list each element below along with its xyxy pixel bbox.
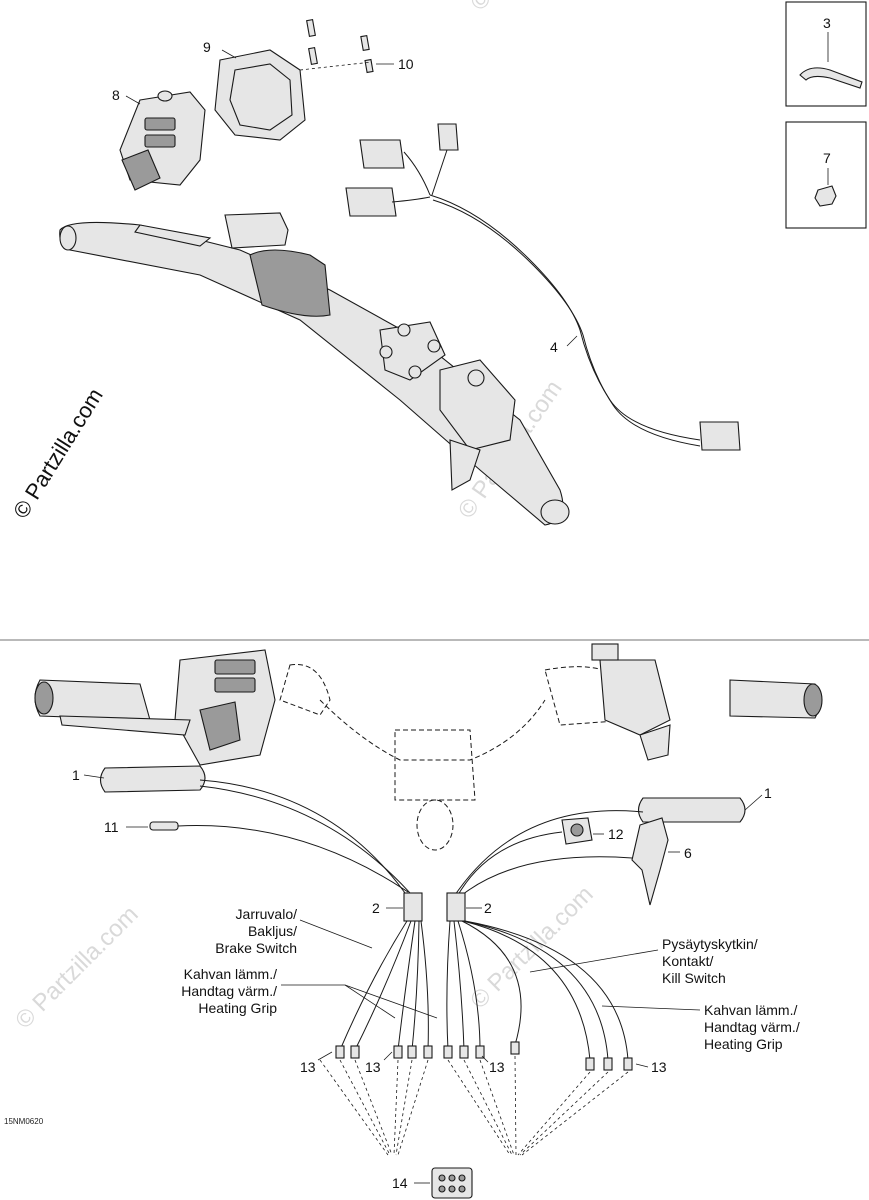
callout-11: 11 (104, 819, 119, 835)
heating-grip-left (99, 765, 206, 793)
callout-13-a: 13 (300, 1059, 316, 1075)
throttle-housing (439, 359, 516, 451)
callout-4: 4 (550, 339, 558, 355)
cable-tie-icon (799, 67, 863, 89)
part-12: 12 (561, 817, 624, 845)
handlebar-upper (59, 212, 570, 526)
heat-right-label-sv: Handtag värm./ (704, 1019, 800, 1035)
wiring-harness: 4 (345, 123, 741, 451)
screws: 10 (306, 18, 414, 74)
heat-left-label-sv: Handtag värm./ (181, 983, 277, 999)
drawing-code: 15NM0620 (4, 1117, 44, 1126)
connector-14: 14 (392, 1167, 473, 1199)
callout-3: 3 (823, 15, 831, 31)
heat-right-label-en: Heating Grip (704, 1036, 783, 1052)
watermark: © Partzilla.com (8, 384, 108, 523)
callout-2-left: 2 (372, 900, 380, 916)
heating-grip-right (637, 797, 746, 823)
switch-assembly: 8 (112, 87, 206, 191)
part-3-box: 3 (785, 1, 867, 107)
terminal-callouts: 13 13 13 13 (300, 1051, 667, 1075)
callout-6: 6 (684, 845, 692, 861)
watermark-faint-2: © Partzilla.com (10, 901, 143, 1034)
heat-left-label-fi: Kahvan lämm./ (184, 966, 277, 982)
callout-7: 7 (823, 150, 831, 166)
clip-icon (814, 185, 837, 207)
connector-leaders (319, 1055, 629, 1156)
sensor-11: 11 (104, 819, 409, 893)
switch-housing-cover: 9 (203, 39, 373, 141)
callout-13-c: 13 (489, 1059, 505, 1075)
brake-master-cylinder (224, 212, 289, 249)
label-kill-switch: Pysäytyskytkin/ Kontakt/ Kill Switch (529, 936, 758, 986)
handlebar-clamp (379, 321, 446, 381)
handlebar-lower (34, 643, 823, 851)
connector-a (359, 139, 405, 169)
label-brake-switch: Jarruvalo/ Bakljus/ Brake Switch (215, 906, 373, 956)
heat-right-label-fi: Kahvan lämm./ (704, 1002, 797, 1018)
throttle-lever (449, 439, 481, 491)
heat-left-label-en: Heating Grip (198, 1000, 277, 1016)
label-heating-grip-left: Kahvan lämm./ Handtag värm./ Heating Gri… (181, 966, 438, 1019)
label-heating-grip-right: Kahvan lämm./ Handtag värm./ Heating Gri… (601, 1002, 800, 1052)
connector-c (437, 123, 459, 151)
callout-2-right: 2 (484, 900, 492, 916)
watermark-faint-4: © Partzilla.com (465, 0, 598, 16)
brake-lever (134, 224, 212, 247)
callout-13-b: 13 (365, 1059, 381, 1075)
sleeve-right (446, 892, 466, 922)
callout-9: 9 (203, 39, 211, 55)
heating-grips: 1 1 (72, 765, 772, 823)
callout-10: 10 (398, 56, 414, 72)
faint-watermarks: © Partzilla.com © Partzilla.com © Partzi… (10, 0, 598, 1034)
lower-harness: 2 2 (199, 779, 644, 1071)
callout-8: 8 (112, 87, 120, 103)
kill-label-sv: Kontakt/ (662, 953, 713, 969)
right-throttle-housing (599, 659, 671, 736)
brake-label-fi: Jarruvalo/ (236, 906, 298, 922)
callout-1-right: 1 (764, 785, 772, 801)
brake-label-sv: Bakljus/ (248, 923, 297, 939)
left-lever (59, 715, 191, 736)
brake-label-en: Brake Switch (215, 940, 297, 956)
kill-label-fi: Pysäytyskytkin/ (662, 936, 758, 952)
part-7-box: 7 (785, 121, 867, 229)
brake-switch-6: 6 (631, 817, 692, 906)
callout-14: 14 (392, 1175, 408, 1191)
callout-13-d: 13 (651, 1059, 667, 1075)
callout-1-left: 1 (72, 767, 80, 783)
sleeve-left (403, 892, 423, 922)
connector-b (345, 187, 397, 217)
connector-d (699, 421, 741, 451)
callout-12: 12 (608, 826, 624, 842)
kill-label-en: Kill Switch (662, 970, 726, 986)
